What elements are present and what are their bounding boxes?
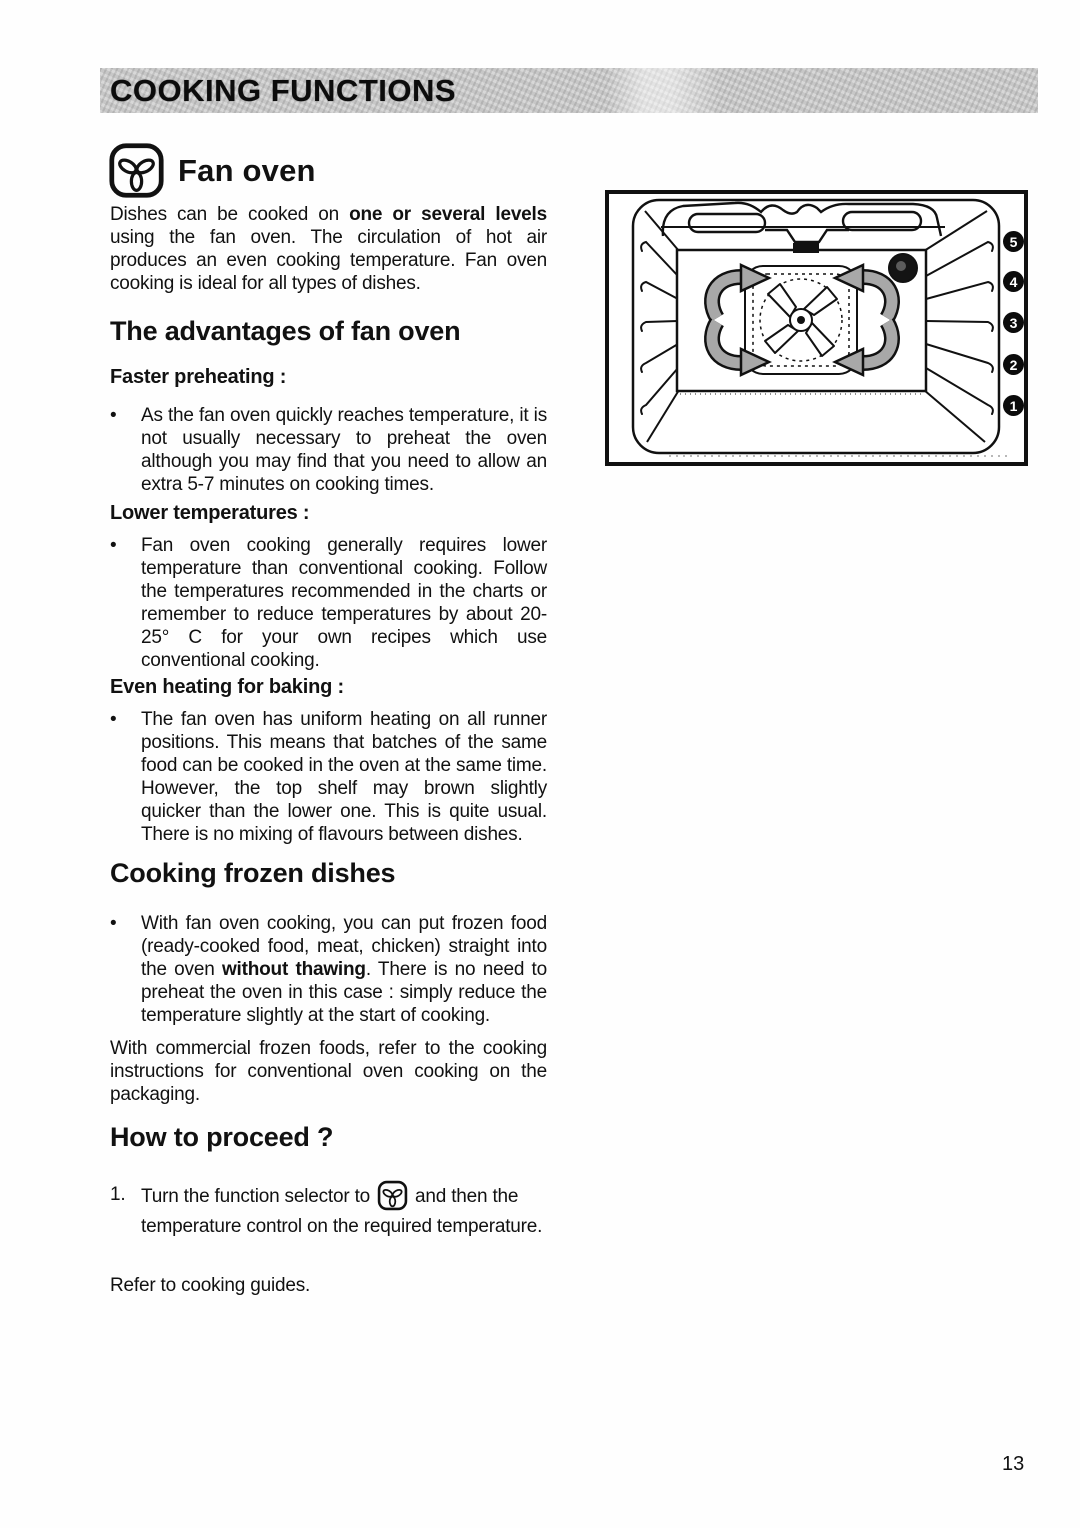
bullet-icon: • bbox=[110, 709, 117, 730]
intro-paragraph: Dishes can be cooked on one or several l… bbox=[110, 203, 547, 295]
frozen-dishes-title: Cooking frozen dishes bbox=[110, 858, 396, 888]
intro-text-2: using the fan oven. The circulation of h… bbox=[110, 227, 547, 294]
lower-temperatures-heading: Lower temperatures : bbox=[110, 502, 310, 524]
frozen-bold: without thawing bbox=[221, 959, 366, 980]
fan-oven-icon bbox=[108, 142, 165, 199]
shelf-level-badge-3: 3 bbox=[1003, 312, 1024, 333]
bullet-icon: • bbox=[110, 535, 117, 556]
shelf-level-badge-5: 5 bbox=[1003, 231, 1024, 252]
fan-oven-heading: Fan oven bbox=[108, 142, 316, 199]
fan-oven-title: Fan oven bbox=[178, 152, 316, 188]
faster-preheating-heading: Faster preheating : bbox=[110, 366, 287, 388]
intro-bold: one or several levels bbox=[349, 204, 547, 225]
bullet-text: The fan oven has uniform heating on all … bbox=[141, 709, 547, 845]
oven-interior-drawing bbox=[605, 190, 1028, 466]
even-heating-bullet: • The fan oven has uniform heating on al… bbox=[110, 708, 547, 846]
shelf-level-badge-4: 4 bbox=[1003, 271, 1024, 292]
bullet-icon: • bbox=[110, 913, 117, 934]
lower-temperatures-bullet: • Fan oven cooking generally requires lo… bbox=[110, 534, 547, 672]
step-text-pre: Turn the function selector to bbox=[141, 1186, 371, 1207]
shelf-level-badge-1: 1 bbox=[1003, 395, 1024, 416]
frozen-dishes-paragraph: With commercial frozen foods, refer to t… bbox=[110, 1038, 547, 1105]
bullet-icon: • bbox=[110, 405, 117, 426]
bullet-text: As the fan oven quickly reaches temperat… bbox=[141, 405, 547, 495]
how-to-proceed-title: How to proceed ? bbox=[110, 1122, 334, 1152]
step-text-post: and then the temperature control on the … bbox=[141, 1186, 543, 1237]
faster-preheating-bullet: • As the fan oven quickly reaches temper… bbox=[110, 404, 547, 496]
step-number: 1. bbox=[110, 1184, 126, 1205]
grill-element bbox=[661, 201, 945, 244]
bullet-text: Fan oven cooking generally requires lowe… bbox=[141, 535, 547, 671]
refer-note: Refer to cooking guides. bbox=[110, 1275, 311, 1296]
fan-assembly bbox=[744, 265, 858, 375]
bullet-text: With fan oven cooking, you can put froze… bbox=[141, 912, 547, 1027]
section-title: COOKING FUNCTIONS bbox=[110, 72, 457, 108]
oven-lamp-icon bbox=[888, 253, 918, 283]
frozen-text: With fan oven cooking, you can put froze… bbox=[141, 913, 547, 980]
fan-oven-icon bbox=[377, 1180, 408, 1211]
advantages-title: The advantages of fan oven bbox=[110, 316, 461, 346]
oven-interior-illustration: 5 4 3 2 1 bbox=[605, 190, 1028, 466]
frozen-dishes-bullet: • With fan oven cooking, you can put fro… bbox=[110, 912, 547, 1027]
shelf-level-badge-2: 2 bbox=[1003, 354, 1024, 375]
section-header-bar: COOKING FUNCTIONS bbox=[100, 68, 1038, 113]
even-heating-heading: Even heating for baking : bbox=[110, 676, 344, 698]
page-number: 13 bbox=[1002, 1453, 1025, 1475]
frozen-text-2: . There is no need to preheat the oven i… bbox=[141, 959, 547, 1026]
intro-text: Dishes can be cooked on bbox=[110, 204, 350, 225]
